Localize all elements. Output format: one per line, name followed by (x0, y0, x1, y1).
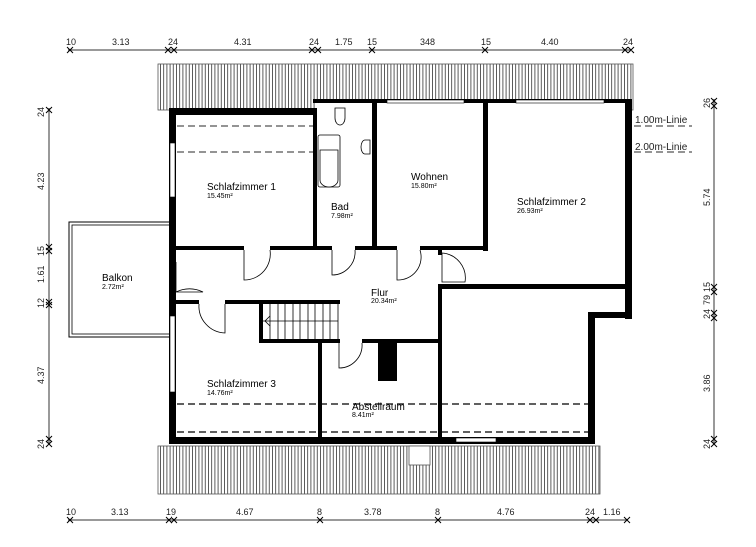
windows (169, 99, 605, 443)
room-balkon: Balkon 2.72m² (102, 273, 133, 291)
dimension-ticks (45, 46, 718, 524)
dim-label: 4.40 (541, 37, 559, 47)
dim-label: 1.75 (335, 37, 353, 47)
room-area: 26.93m² (517, 208, 543, 215)
dim-label: 8 (435, 507, 440, 517)
dim-label: 4.37 (36, 366, 46, 384)
dim-label: 24 (623, 37, 633, 47)
room-area: 15.80m² (411, 183, 437, 190)
dimension-labels-top: 10 3.13 24 4.31 24 1.75 15 348 15 4.40 2… (66, 37, 633, 47)
room-area: 14.76m² (207, 390, 233, 397)
room-bad: Bad 7.98m² (331, 202, 353, 220)
room-schlafzimmer-1: Schlafzimmer 1 15.45m² (207, 182, 276, 200)
bathroom-fixtures (317, 107, 371, 188)
room-name: Flur (371, 288, 389, 299)
dim-label: 79 (702, 295, 712, 305)
sink-icon (360, 139, 371, 155)
dim-label: 24 (702, 439, 712, 449)
dim-label: 15 (481, 37, 491, 47)
room-name: Abstellraum (352, 402, 405, 413)
dim-label: 3.13 (112, 37, 130, 47)
toilet-icon (334, 107, 346, 126)
room-name: Schlafzimmer 2 (517, 197, 586, 208)
dim-label: 15 (36, 246, 46, 256)
balcony (68, 221, 173, 338)
dim-label: 24 (702, 309, 712, 319)
room-abstellraum: Abstellraum 8.41m² (352, 402, 405, 419)
room-area: 8.41m² (352, 412, 374, 419)
dim-label: 19 (166, 507, 176, 517)
dim-label: 10 (66, 507, 76, 517)
room-area: 7.98m² (331, 213, 353, 220)
room-area: 2.72m² (102, 284, 124, 291)
dim-label: 5.74 (702, 188, 712, 206)
dim-label: 3.78 (364, 507, 382, 517)
room-wohnen: Wohnen 15.80m² (411, 172, 448, 190)
room-name: Balkon (102, 273, 133, 284)
dim-label: 8 (317, 507, 322, 517)
height-line-1m-label: 1.00m-Linie (635, 115, 688, 126)
dim-label: 24 (36, 107, 46, 117)
dim-label: 15 (367, 37, 377, 47)
room-name: Schlafzimmer 3 (207, 379, 276, 390)
dim-label: 4.31 (234, 37, 252, 47)
interior (172, 100, 630, 443)
height-line-2m-label: 2.00m-Linie (635, 142, 688, 153)
dim-label: 24 (309, 37, 319, 47)
room-flur: Flur 20.34m² (371, 288, 397, 305)
roof-window (408, 445, 431, 466)
room-area: 15.45m² (207, 193, 233, 200)
dim-label: 4.23 (36, 172, 46, 190)
dim-label: 4.67 (236, 507, 254, 517)
dim-label: 24 (585, 507, 595, 517)
dim-label: 10 (66, 37, 76, 47)
dim-label: 1.16 (603, 507, 621, 517)
walls (169, 99, 632, 444)
dimension-labels-right: 26 5.74 15 79 24 3.86 24 (702, 98, 712, 449)
dim-label: 24 (168, 37, 178, 47)
dim-label: 24 (36, 439, 46, 449)
room-area: 20.34m² (371, 298, 397, 305)
room-name: Wohnen (411, 172, 448, 183)
dim-label: 1.61 (36, 265, 46, 283)
height-lines (177, 125, 692, 433)
doors (175, 249, 466, 369)
dim-label: 15 (702, 282, 712, 292)
staircase[interactable] (263, 304, 339, 339)
dim-label: 3.13 (111, 507, 129, 517)
dimension-labels-left: 24 4.23 15 1.61 12 4.37 24 (36, 107, 46, 449)
room-schlafzimmer-3: Schlafzimmer 3 14.76m² (207, 379, 276, 397)
dimension-lines (48, 49, 715, 521)
dim-label: 3.86 (702, 374, 712, 392)
dim-label: 12 (36, 298, 46, 308)
dimension-labels-bottom: 10 3.13 19 4.67 8 3.78 8 4.76 24 1.16 (66, 507, 621, 517)
dim-label: 4.76 (497, 507, 515, 517)
room-name: Bad (331, 202, 349, 213)
dim-label: 348 (420, 37, 435, 47)
room-schlafzimmer-2: Schlafzimmer 2 26.93m² (517, 197, 586, 215)
roof-bottom (157, 445, 601, 495)
dim-label: 26 (702, 98, 712, 108)
room-name: Schlafzimmer 1 (207, 182, 276, 193)
